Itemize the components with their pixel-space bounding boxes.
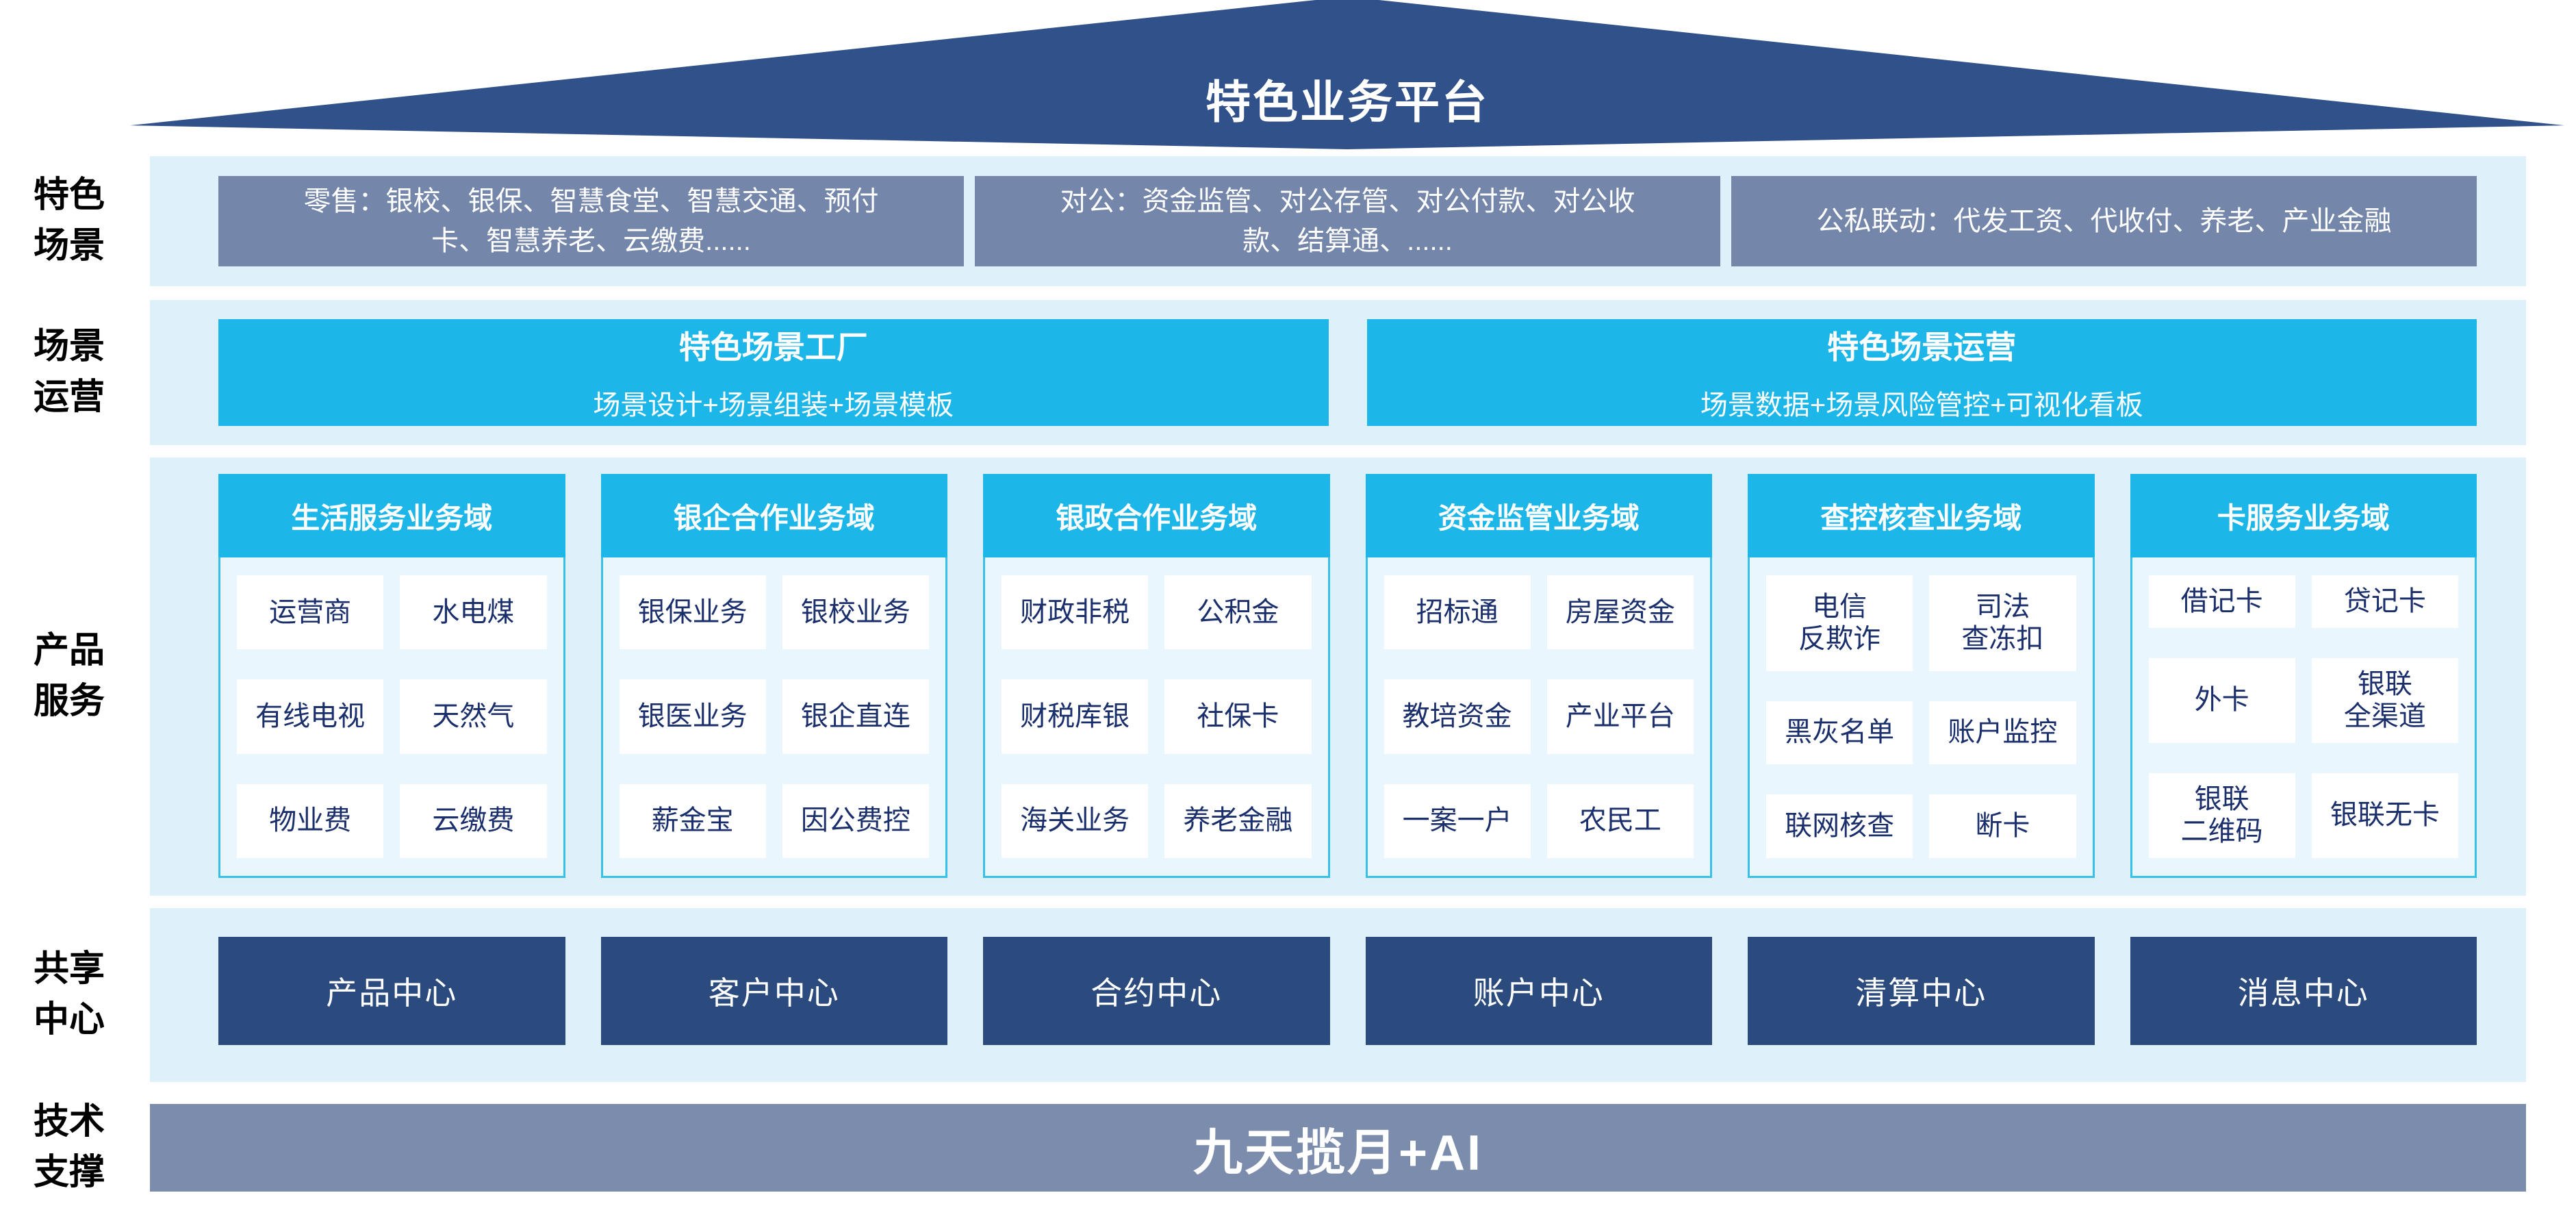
product-cell: 运营商 (237, 575, 384, 650)
product-cell: 物业费 (237, 783, 384, 858)
domain-col-bank-government: 银政合作业务域 财政非税 公积金 财税库银 社保卡 海关业务 养老金融 (983, 474, 1330, 878)
product-cell: 房屋资金 (1546, 575, 1694, 650)
domain-header: 生活服务业务域 (218, 474, 565, 557)
center-box-clearing: 清算中心 (1748, 937, 2095, 1045)
product-service-row: 生活服务业务域 运营商 水电煤 有线电视 天然气 物业费 云缴费 银企合作业务域… (150, 457, 2526, 896)
center-box-contract: 合约中心 (983, 937, 1330, 1045)
domain-col-fund-supervision: 资金监管业务域 招标通 房屋资金 教培资金 产业平台 一案一户 农民工 (1365, 474, 1712, 878)
domain-body: 运营商 水电煤 有线电视 天然气 物业费 云缴费 (218, 557, 565, 878)
center-box-message: 消息中心 (2130, 937, 2477, 1045)
scene-operation-row: 特色场景工厂 场景设计+场景组装+场景模板 特色场景运营 场景数据+场景风险管控… (150, 300, 2526, 445)
product-cell: 海关业务 (1002, 783, 1149, 858)
tech-support-banner: 九天揽月+AI (150, 1104, 2526, 1192)
product-cell: 一案一户 (1383, 783, 1531, 858)
product-cell: 银联 全渠道 (2311, 657, 2458, 743)
product-cell: 农民工 (1546, 783, 1694, 858)
shared-center-row: 产品中心 客户中心 合约中心 账户中心 清算中心 消息中心 (150, 908, 2526, 1082)
scene-operation-box: 特色场景运营 场景数据+场景风险管控+可视化看板 (1366, 319, 2477, 426)
domain-header: 银政合作业务域 (983, 474, 1330, 557)
product-cell: 因公费控 (782, 783, 929, 858)
product-cell: 银企直连 (782, 679, 929, 754)
center-box-product: 产品中心 (218, 937, 565, 1045)
scene-operation-subtitle: 场景数据+场景风险管控+可视化看板 (1700, 390, 2143, 420)
domain-header: 资金监管业务域 (1365, 474, 1712, 557)
domain-body: 招标通 房屋资金 教培资金 产业平台 一案一户 农民工 (1365, 557, 1712, 878)
scene-box-public-private-linkage: 公私联动：代发工资、代收付、养老、产业金融 (1731, 176, 2477, 266)
product-cell: 教培资金 (1383, 679, 1531, 754)
product-cell: 司法 查冻扣 (1929, 575, 2076, 671)
product-cell: 贷记卡 (2311, 575, 2458, 628)
product-cell: 借记卡 (2148, 575, 2295, 628)
scene-box-corporate: 对公：资金监管、对公存管、对公付款、对公收 款、结算通、...... (975, 176, 1720, 266)
row-label-scenes: 特色 场景 (33, 175, 105, 266)
product-cell: 产业平台 (1546, 679, 1694, 754)
domain-col-life-services: 生活服务业务域 运营商 水电煤 有线电视 天然气 物业费 云缴费 (218, 474, 565, 878)
scene-row: 零售：银校、银保、智慧食堂、智慧交通、预付 卡、智慧养老、云缴费...... 对… (150, 156, 2526, 286)
scene-factory-box: 特色场景工厂 场景设计+场景组装+场景模板 (218, 319, 1329, 426)
row-label-products: 产品 服务 (33, 631, 105, 721)
domain-body: 财政非税 公积金 财税库银 社保卡 海关业务 养老金融 (983, 557, 1330, 878)
scene-box-retail: 零售：银校、银保、智慧食堂、智慧交通、预付 卡、智慧养老、云缴费...... (218, 176, 964, 266)
product-cell: 断卡 (1929, 794, 2076, 858)
domain-col-card-services: 卡服务业务域 借记卡 贷记卡 外卡 银联 全渠道 银联 二维码 银联无卡 (2130, 474, 2477, 878)
row-label-tech-support: 技术 支撑 (33, 1102, 105, 1192)
center-box-customer: 客户中心 (600, 937, 947, 1045)
product-cell: 云缴费 (400, 783, 547, 858)
product-cell: 招标通 (1383, 575, 1531, 650)
product-cell: 水电煤 (400, 575, 547, 650)
row-label-scene-operation: 场景 运营 (33, 327, 105, 417)
product-cell: 财政非税 (1002, 575, 1149, 650)
domain-header: 银企合作业务域 (600, 474, 947, 557)
product-cell: 银保业务 (619, 575, 766, 650)
domain-col-bank-enterprise: 银企合作业务域 银保业务 银校业务 银医业务 银企直连 薪金宝 因公费控 (600, 474, 947, 878)
domain-body: 借记卡 贷记卡 外卡 银联 全渠道 银联 二维码 银联无卡 (2130, 557, 2477, 878)
product-cell: 银校业务 (782, 575, 929, 650)
center-box-account: 账户中心 (1365, 937, 1712, 1045)
product-cell: 电信 反欺诈 (1766, 575, 1913, 671)
product-cell: 有线电视 (237, 679, 384, 754)
product-cell: 天然气 (400, 679, 547, 754)
product-cell: 黑灰名单 (1766, 701, 1913, 765)
row-label-shared-centers: 共享 中心 (33, 949, 105, 1040)
domain-header: 卡服务业务域 (2130, 474, 2477, 557)
product-cell: 养老金融 (1164, 783, 1312, 858)
domain-body: 银保业务 银校业务 银医业务 银企直连 薪金宝 因公费控 (600, 557, 947, 878)
platform-roof: 特色业务平台 (130, 0, 2564, 149)
domain-header: 查控核查业务域 (1748, 474, 2095, 557)
product-cell: 账户监控 (1929, 701, 2076, 765)
product-cell: 财税库银 (1002, 679, 1149, 754)
scene-operation-title: 特色场景运营 (1827, 329, 2017, 365)
product-cell: 银联 二维码 (2148, 772, 2295, 858)
product-cell: 公积金 (1164, 575, 1312, 650)
scene-factory-title: 特色场景工厂 (678, 329, 868, 365)
domain-col-inquiry-control: 查控核查业务域 电信 反欺诈 司法 查冻扣 黑灰名单 账户监控 联网核查 断卡 (1748, 474, 2095, 878)
product-cell: 联网核查 (1766, 794, 1913, 858)
product-cell: 薪金宝 (619, 783, 766, 858)
product-cell: 外卡 (2148, 657, 2295, 743)
tech-support-banner-text: 九天揽月+AI (1193, 1125, 1483, 1181)
product-cell: 银联无卡 (2311, 772, 2458, 858)
product-cell: 银医业务 (619, 679, 766, 754)
platform-title: 特色业务平台 (1206, 77, 1489, 127)
product-cell: 社保卡 (1164, 679, 1312, 754)
domain-body: 电信 反欺诈 司法 查冻扣 黑灰名单 账户监控 联网核查 断卡 (1748, 557, 2095, 878)
scene-factory-subtitle: 场景设计+场景组装+场景模板 (593, 390, 954, 420)
